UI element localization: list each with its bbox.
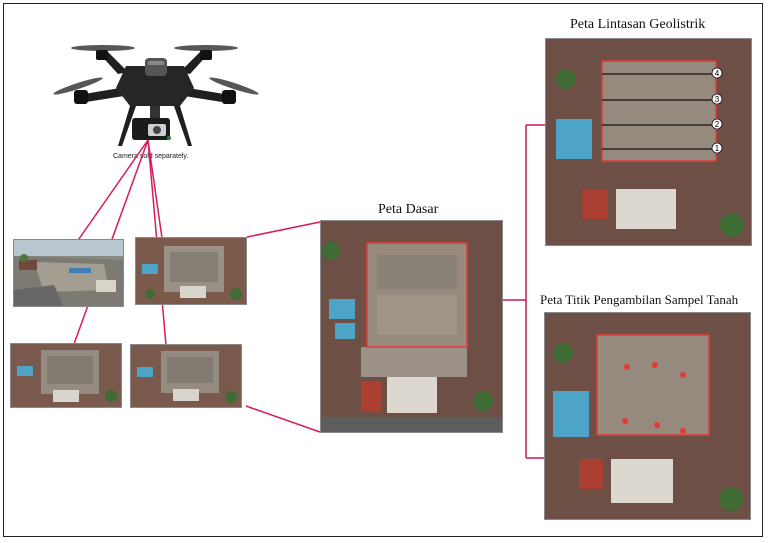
line-number: 3	[715, 95, 720, 104]
line-number: 1	[715, 144, 720, 153]
connector-line	[246, 221, 321, 238]
base-map	[320, 220, 503, 433]
aerial-photo-icon	[10, 343, 122, 408]
sample-point	[622, 418, 628, 424]
soil-sample-map	[544, 312, 751, 520]
sample-point	[680, 372, 686, 378]
site-boundary	[596, 334, 710, 436]
connector-line	[73, 139, 149, 247]
line-number-markers: 4 3 2 1	[711, 67, 723, 154]
connector-line	[147, 139, 163, 239]
line-number: 2	[715, 120, 720, 129]
aerial-photo-icon	[135, 237, 247, 305]
figure-frame	[3, 3, 763, 537]
sample-point	[680, 428, 686, 434]
aerial-photo-icon	[130, 344, 242, 408]
aerial-photo-icon	[13, 239, 124, 307]
connector-line	[245, 405, 321, 433]
site-boundary	[601, 60, 717, 162]
sample-point	[624, 364, 630, 370]
sample-point	[654, 422, 660, 428]
line-number: 4	[715, 69, 720, 78]
bracket	[503, 124, 545, 459]
drone-icon	[53, 45, 259, 146]
base-map-title: Peta Dasar	[378, 202, 439, 217]
drone	[48, 36, 262, 166]
site-boundary	[366, 242, 468, 348]
sample-point	[652, 362, 658, 368]
soil-sample-map-title: Peta Titik Pengambilan Sampel Tanah	[540, 292, 739, 307]
geoelectric-map-title: Peta Lintasan Geolistrik	[570, 17, 706, 32]
